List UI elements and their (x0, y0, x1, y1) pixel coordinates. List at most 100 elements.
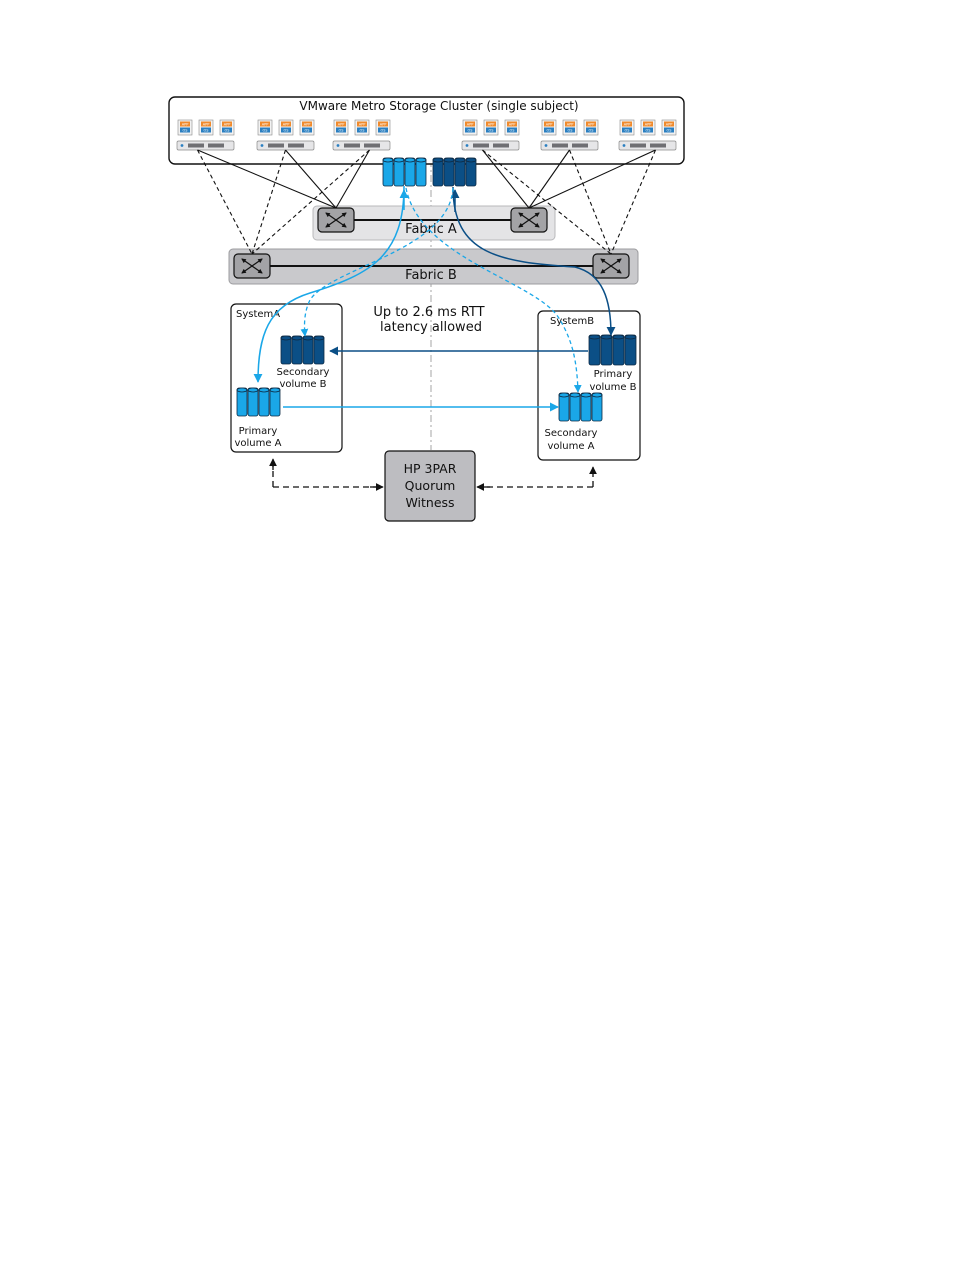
sys-a-primary-label-1: Primary (239, 426, 278, 437)
virtual-machine-icon: APP OS (354, 119, 370, 136)
active-path-b (452, 186, 616, 336)
vm-os-text: OS (305, 128, 311, 132)
fc-switch-icon (233, 253, 271, 279)
fabric-b-link (197, 149, 253, 255)
primary-volume-a-icon (236, 387, 281, 417)
vm-os-text: OS (284, 128, 290, 132)
vm-app-text: APP (203, 122, 210, 126)
virtual-machine-icon: APP OS (299, 119, 315, 136)
virtual-machine-icon: APP OS (375, 119, 391, 136)
cluster-title: VMware Metro Storage Cluster (single sub… (299, 99, 578, 113)
vm-os-text: OS (339, 128, 345, 132)
quorum-link-a (272, 463, 382, 488)
quorum-line-2: Quorum (405, 478, 456, 493)
vm-app-text: APP (380, 122, 387, 126)
vm-os-text: OS (646, 128, 652, 132)
quorum-link-b (478, 468, 594, 488)
quorum-line-1: HP 3PAR (404, 461, 457, 476)
vm-app-text: APP (467, 122, 474, 126)
virtual-machine-icon: APP OS (219, 119, 235, 136)
fc-switch-icon (510, 207, 548, 233)
vm-os-text: OS (360, 128, 366, 132)
system-a-label: SystemA (236, 309, 280, 320)
vm-os-text: OS (204, 128, 210, 132)
sys-b-primary-label-1: Primary (594, 369, 633, 380)
vm-app-text: APP (645, 122, 652, 126)
standby-path-a (405, 187, 582, 393)
secondary-volume-a-icon (558, 392, 603, 422)
vm-os-text: OS (183, 128, 189, 132)
fc-switches (233, 207, 630, 279)
san-links (197, 149, 657, 255)
server-icon (332, 140, 391, 151)
vm-os-text: OS (263, 128, 269, 132)
vm-app-text: APP (262, 122, 269, 126)
server-group: APP OS APP OS APP OS (256, 119, 315, 151)
server-group: APP OS APP OS APP OS (332, 119, 391, 151)
fabric-a-link (285, 149, 337, 209)
virtual-machine-icon: APP OS (462, 119, 478, 136)
server-icon (540, 140, 599, 151)
server-group: APP OS APP OS APP OS (176, 119, 235, 151)
vm-os-text: OS (510, 128, 516, 132)
virtual-machine-icon: APP OS (483, 119, 499, 136)
virtual-machine-icon: APP OS (177, 119, 193, 136)
vm-app-text: APP (283, 122, 290, 126)
fabric-b-link (568, 149, 612, 255)
fabric-b-link (251, 149, 287, 255)
datastore-volumes (382, 157, 477, 187)
vm-os-text: OS (468, 128, 474, 132)
vm-os-text: OS (381, 128, 387, 132)
vm-app-text: APP (338, 122, 345, 126)
sys-a-secondary-label-2: volume B (279, 379, 326, 390)
server-icon (176, 140, 235, 151)
vm-os-text: OS (667, 128, 673, 132)
vm-app-text: APP (488, 122, 495, 126)
vm-os-text: OS (589, 128, 595, 132)
server-icon (256, 140, 315, 151)
vm-app-text: APP (666, 122, 673, 126)
latency-line-2: latency allowed (380, 320, 482, 335)
server-icon (618, 140, 677, 151)
fabric-a-link (197, 149, 337, 209)
fabric-b-link (610, 149, 657, 255)
sys-b-primary-label-2: volume B (589, 382, 636, 393)
vm-app-text: APP (182, 122, 189, 126)
secondary-volume-b-icon (280, 335, 325, 365)
server-groups: APP OS APP OS APP OS APP OS APP OS APP OS APP OS APP OS… (176, 119, 677, 151)
virtual-machine-icon: APP OS (278, 119, 294, 136)
vm-os-text: OS (547, 128, 553, 132)
system-b-label: SystemB (550, 316, 594, 327)
quorum-witness-box (384, 450, 476, 522)
fabric-a-band (312, 205, 556, 241)
fabric-a-link (335, 149, 370, 209)
vm-os-text: OS (568, 128, 574, 132)
latency-line-1: Up to 2.6 ms RTT (373, 305, 484, 320)
active-path-a (253, 185, 405, 383)
vm-os-text: OS (489, 128, 495, 132)
sys-a-primary-label-2: volume A (234, 438, 281, 449)
vm-app-text: APP (224, 122, 231, 126)
sys-a-secondary-label-1: Secondary (277, 367, 330, 378)
vm-os-text: OS (225, 128, 231, 132)
fc-switch-icon (317, 207, 355, 233)
virtual-machine-icon: APP OS (257, 119, 273, 136)
fabric-a-link (528, 149, 570, 209)
virtual-machine-icon: APP OS (333, 119, 349, 136)
fabric-b-link (251, 149, 370, 255)
datastore-b-volume-icon (432, 157, 477, 187)
virtual-machine-icon: APP OS (198, 119, 214, 136)
server-icon (461, 140, 520, 151)
sys-b-secondary-label-2: volume A (547, 441, 594, 452)
vm-app-text: APP (359, 122, 366, 126)
fc-switch-icon (592, 253, 630, 279)
vm-app-text: APP (304, 122, 311, 126)
datastore-a-volume-icon (382, 157, 427, 187)
